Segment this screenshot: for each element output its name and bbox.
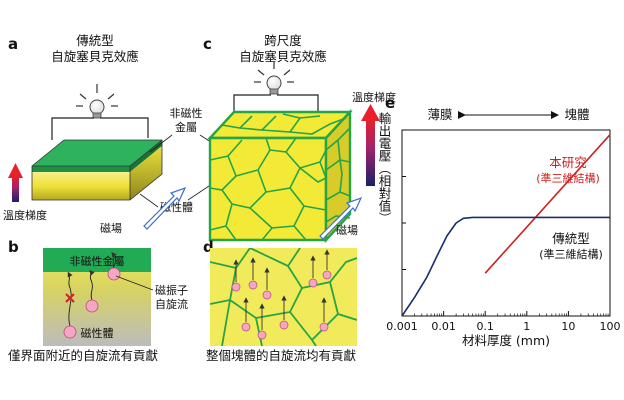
magnon-spin-currents-d [231, 249, 332, 340]
wire-right [100, 117, 149, 138]
metal-label-b: 非磁性金屬 [70, 254, 125, 268]
wire-right-c [277, 94, 319, 112]
series-sublabel-conventional: (準三維結構) [539, 247, 603, 261]
panel-a: a 傳統型 自旋塞貝克效應 [3, 33, 221, 235]
series-line-conventional [401, 216, 610, 317]
magnon-dot [308, 278, 318, 288]
metal-layer-top [32, 140, 162, 166]
series-label-conventional: 傳統型 [552, 231, 590, 246]
magnon-dot [262, 290, 272, 300]
x-tick-label: 10 [561, 320, 575, 333]
nonmagnetic-metal-label-line2: 金屬 [175, 120, 197, 134]
magnetic-field-label-a: 磁場 [100, 222, 122, 235]
metal-leader-line-a [149, 134, 173, 153]
temperature-gradient-arrow-a [8, 163, 23, 202]
x-axis-label: 材料厚度 (mm) [462, 333, 550, 348]
panel-c-title-line1: 跨尺度 [264, 33, 302, 48]
magnon-leader-line [115, 275, 154, 291]
magnon-dot [279, 320, 289, 330]
magnon-spin-currents-b [63, 251, 121, 339]
caption-d: 整個塊體的自旋流均有貢獻 [206, 348, 356, 363]
magnon-label-line2: 自旋流 [155, 297, 188, 311]
magnet-leader-line-a [139, 193, 159, 208]
series-layer [401, 134, 611, 317]
magnon-dot [257, 330, 267, 340]
magnetic-field-arrow-c [319, 196, 363, 240]
lightbulb-icon [76, 84, 118, 119]
x-tick-label: 100 [600, 320, 621, 333]
thickness-chart: 0.001 0.01 0.1 1 10 100 材料厚度 (mm) 輸出電壓（相對值） 本… [377, 111, 621, 348]
bulk-region-d [210, 248, 357, 346]
y-axis-label: 輸出電壓（相對值） [377, 111, 392, 225]
series-line-this-work [484, 134, 611, 274]
wire-left [51, 117, 94, 140]
thin-film-label: 薄膜 [427, 107, 452, 122]
panel-d-letter: d [203, 238, 214, 256]
blocked-x-icon [65, 293, 75, 303]
metal-region-b [43, 248, 151, 272]
polycrystal-cube [207, 108, 353, 244]
panel-c: c 跨尺度 自旋塞貝克效應 [203, 33, 396, 244]
metal-layer-front [32, 166, 130, 172]
magnon-label-line1: 磁振子 [155, 283, 188, 297]
conventional-sample-box [31, 139, 163, 201]
y-axis [402, 176, 406, 270]
magnet-leader-line-c [187, 183, 213, 201]
magnon-dot [63, 325, 77, 339]
x-tick-label: 1 [523, 320, 530, 333]
series-sublabel-this-work: (準三維結構) [536, 171, 600, 185]
magnon-dot [107, 267, 121, 281]
series-label-this-work: 本研究 [549, 155, 587, 170]
x-tick-label: 0.01 [431, 320, 456, 333]
temperature-gradient-arrow-c [361, 104, 380, 186]
x-tick-label: 0.001 [386, 320, 418, 333]
magnetic-field-label-c: 磁場 [336, 224, 358, 237]
panel-c-title-line2: 自旋塞貝克效應 [239, 49, 327, 64]
magnon-dot [241, 322, 251, 332]
magnetic-body-label-b: 磁性體 [81, 326, 114, 340]
magnet-layer-front [32, 172, 130, 200]
temp-gradient-label-a: 溫度梯度 [3, 208, 47, 222]
metal-layer-side [130, 140, 162, 172]
magnon-dot [231, 282, 241, 292]
panel-e: e 薄膜 塊體 0.001 0.01 0.1 1 10 100 材料厚度 (mm) 輸出電… [377, 94, 621, 348]
panel-a-letter: a [8, 35, 18, 53]
bulk-label: 塊體 [564, 107, 589, 122]
panel-b-letter: b [8, 238, 19, 256]
temp-gradient-label-c: 溫度梯度 [352, 90, 396, 104]
x-axis: 0.001 0.01 0.1 1 10 100 [386, 311, 621, 333]
magnetic-field-arrow-a [143, 186, 187, 230]
magnon-dot [322, 270, 332, 280]
nonmagnetic-metal-label-line1: 非磁性 [170, 106, 203, 120]
panel-c-letter: c [203, 35, 212, 53]
wire-left-c [233, 94, 271, 118]
caption-b: 僅界面附近的自旋流有貢獻 [8, 348, 158, 363]
panel-e-letter: e [385, 94, 395, 112]
x-tick-label: 0.1 [476, 320, 494, 333]
magnon-dot [319, 322, 329, 332]
lightbulb-icon [254, 62, 294, 95]
panel-a-title-line1: 傳統型 [76, 33, 114, 48]
magnon-dot [248, 280, 258, 290]
panel-b: b 非磁性金屬 磁振子 自旋流 磁性體 僅界面附近的自旋流有貢獻 [8, 238, 188, 363]
magnet-layer-side [130, 146, 162, 200]
magnon-dot [85, 299, 99, 313]
panel-d: d 整個塊體的自旋流均有貢獻 [203, 238, 357, 363]
panel-a-title-line2: 自旋塞貝克效應 [51, 49, 139, 64]
